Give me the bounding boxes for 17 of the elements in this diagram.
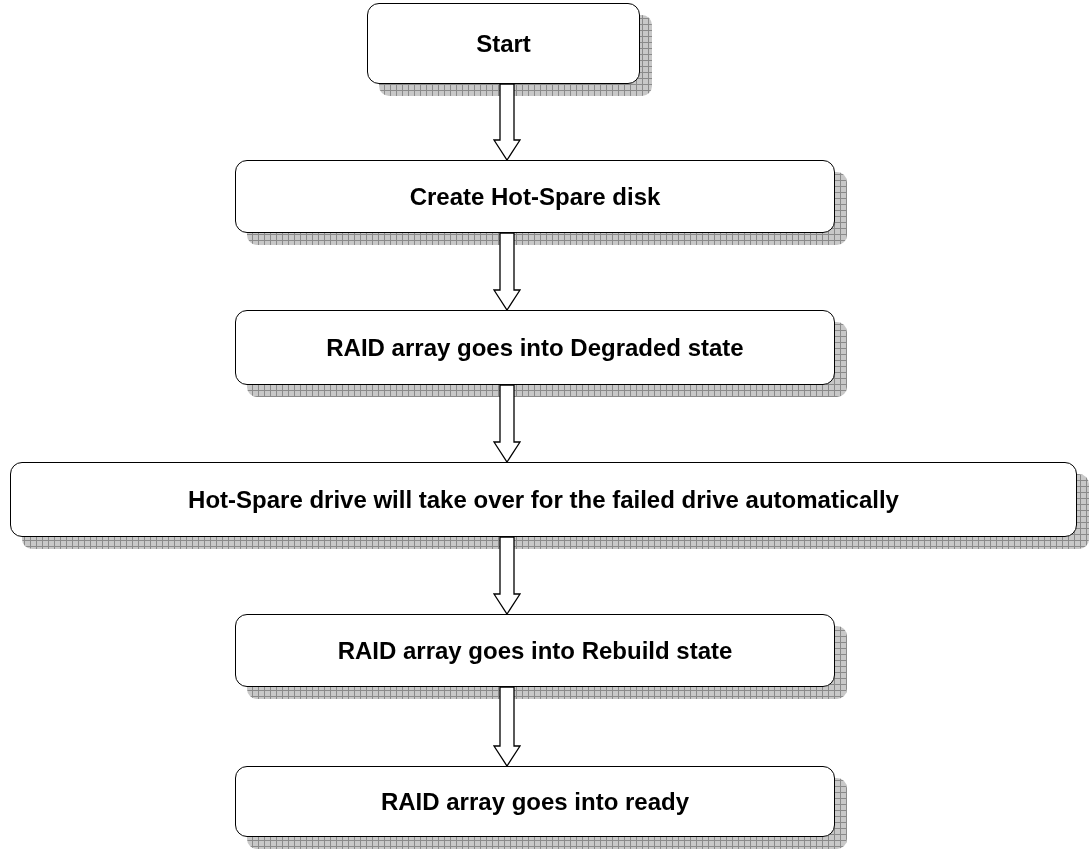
process-box (235, 614, 835, 687)
process-box (367, 3, 640, 84)
step-label: RAID array goes into Rebuild state (337, 636, 733, 665)
step-label: Hot-Spare drive will take over for the failed drive automatically (188, 485, 899, 514)
block-arrow (492, 536, 522, 616)
process-box (235, 310, 835, 385)
block-arrow (492, 232, 522, 312)
step-label: Create Hot-Spare disk (409, 182, 661, 211)
step-label: RAID array goes into ready (380, 787, 690, 816)
block-arrow (492, 686, 522, 768)
block-arrow (492, 384, 522, 464)
process-box (235, 160, 835, 233)
block-arrow (492, 83, 522, 162)
step-label: Start (476, 29, 531, 58)
process-box (235, 766, 835, 837)
process-box (10, 462, 1077, 537)
step-label: RAID array goes into Degraded state (326, 333, 744, 362)
